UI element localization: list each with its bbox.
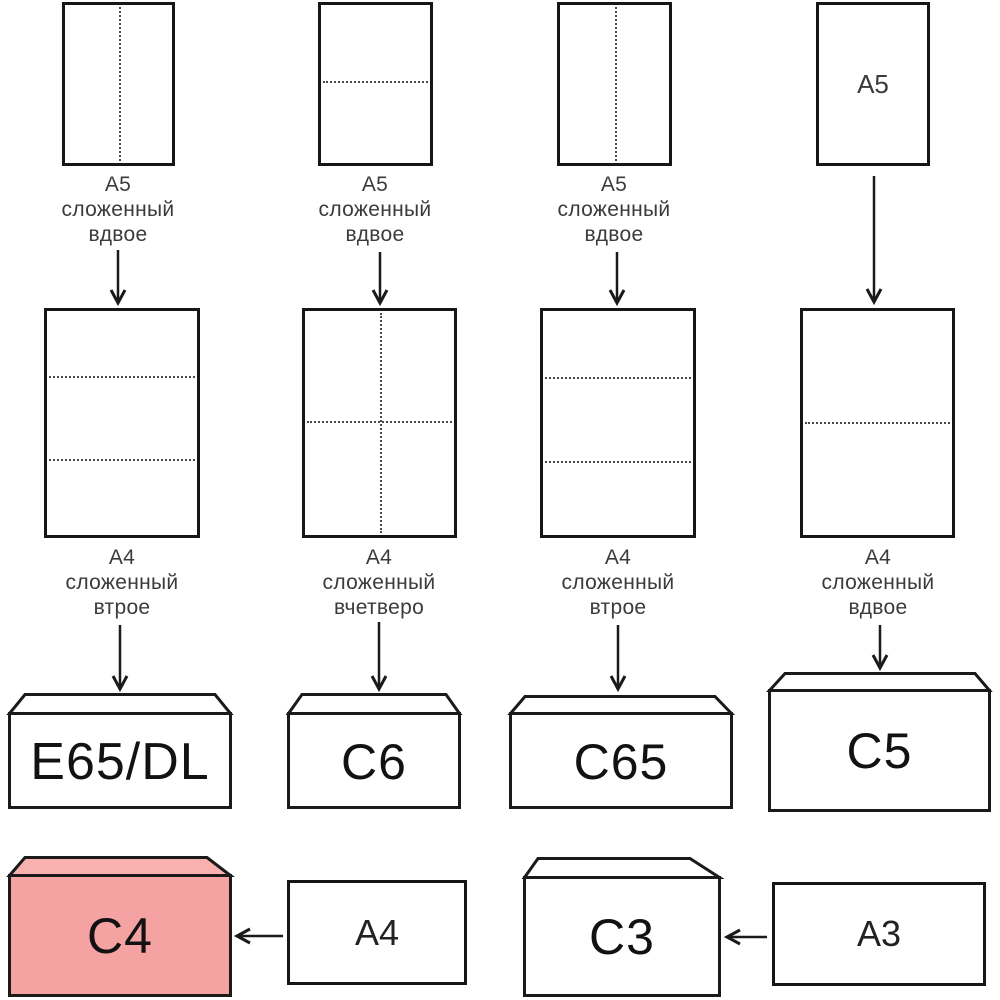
fold-line-horizontal [805, 421, 950, 424]
envelope-c5: C5 [766, 672, 993, 812]
envelope-c3: C3 [521, 857, 725, 997]
fold-line-horizontal [323, 80, 428, 83]
envelope-shape [285, 693, 463, 809]
envelope-c6: C6 [285, 693, 463, 810]
paper-a4-4 [800, 308, 955, 538]
caption-line: сложенный [322, 571, 436, 594]
arrow-down-icon [865, 176, 883, 306]
fold-line-horizontal [545, 461, 691, 464]
envelope-shape [766, 672, 993, 812]
caption-a4-1: А4 сложенный втрое [37, 545, 207, 620]
fold-line-horizontal [545, 377, 691, 380]
paper-a5-3 [557, 2, 672, 166]
caption-line: вдвое [345, 223, 405, 246]
caption-line: вдвое [584, 223, 644, 246]
envelope-shape [6, 856, 235, 997]
envelope-label: C65 [573, 733, 669, 790]
paper-a5-1 [62, 2, 175, 166]
caption-line: А5 [104, 173, 132, 196]
caption-line: сложенный [561, 571, 675, 594]
caption-line: А4 [108, 546, 136, 569]
arrow-down-icon [370, 622, 388, 693]
arrow-down-icon [608, 252, 626, 307]
envelope-label: C6 [341, 733, 407, 790]
fold-line-vertical [118, 7, 121, 161]
caption-a4-3: А4 сложенный втрое [533, 545, 703, 620]
paper-a5-label: А5 [857, 68, 889, 99]
envelope-c65: C65 [507, 695, 736, 810]
caption-a5-3: А5 сложенный вдвое [529, 172, 699, 247]
caption-line: сложенный [557, 198, 671, 221]
paper-a4-flat: А4 [287, 880, 467, 985]
caption-line: сложенный [61, 198, 175, 221]
paper-a4-1 [44, 308, 200, 538]
caption-line: втрое [93, 596, 151, 619]
envelope-c4: C4 [6, 856, 235, 997]
caption-a4-4: А4 сложенный вдвое [793, 545, 963, 620]
caption-line: сложенный [821, 571, 935, 594]
fold-line-horizontal [49, 375, 195, 378]
caption-line: А4 [864, 546, 892, 569]
caption-line: вчетверо [333, 596, 425, 619]
arrow-down-icon [111, 625, 129, 693]
arrow-left-icon [723, 928, 767, 946]
envelope-shape [6, 693, 234, 809]
envelope-label: E65/DL [30, 732, 210, 791]
envelope-label: C4 [87, 908, 153, 964]
caption-line: втрое [589, 596, 647, 619]
fold-line-horizontal [49, 458, 195, 461]
paper-a5-4: А5 [816, 2, 930, 166]
paper-a3-flat: А3 [772, 882, 986, 986]
caption-a5-1: А5 сложенный вдвое [33, 172, 203, 247]
paper-a4-label: А4 [354, 911, 400, 953]
paper-a4-2 [302, 308, 457, 538]
caption-line: А4 [604, 546, 632, 569]
envelope-label: C3 [589, 909, 655, 965]
caption-line: вдвое [848, 596, 908, 619]
caption-line: А5 [361, 173, 389, 196]
caption-line: А5 [600, 173, 628, 196]
envelope-label: C5 [846, 723, 913, 779]
fold-line-vertical [614, 7, 617, 161]
caption-a5-2: А5 сложенный вдвое [290, 172, 460, 247]
arrow-down-icon [609, 625, 627, 693]
envelope-e65dl: E65/DL [6, 693, 234, 810]
caption-a4-2: А4 сложенный вчетверо [294, 545, 464, 620]
arrow-down-icon [109, 250, 127, 307]
envelope-shape [521, 857, 725, 997]
caption-line: сложенный [65, 571, 179, 594]
paper-a4-3 [540, 308, 696, 538]
arrow-down-icon [871, 625, 889, 672]
arrow-down-icon [371, 252, 389, 307]
fold-line-vertical [379, 313, 382, 533]
arrow-left-icon [233, 927, 283, 945]
caption-line: А4 [365, 546, 393, 569]
caption-line: сложенный [318, 198, 432, 221]
caption-line: вдвое [88, 223, 148, 246]
paper-a3-label: А3 [856, 913, 902, 954]
envelope-shape [507, 695, 736, 809]
paper-a5-2 [318, 2, 433, 166]
fold-line-horizontal [307, 420, 452, 423]
